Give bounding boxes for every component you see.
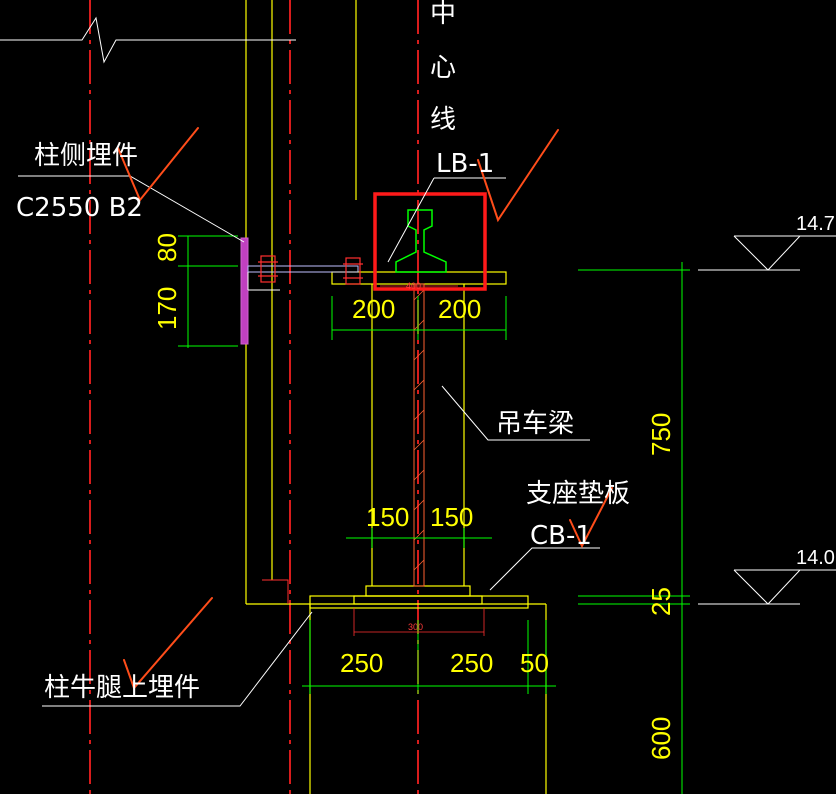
rail-lb1-icon bbox=[395, 209, 447, 273]
elevation-corbel-value: 14.0 bbox=[796, 547, 835, 569]
small-dimension-lines bbox=[353, 285, 485, 636]
rail-highlight-box bbox=[373, 192, 487, 291]
leader-bearing-pad bbox=[489, 547, 600, 591]
top-break-line bbox=[0, 16, 296, 64]
dim-embed-lower: 170 bbox=[152, 287, 182, 330]
dim-pad-thickness: 25 bbox=[646, 587, 676, 616]
leader-crane-beam bbox=[441, 385, 590, 441]
dim-pad-small: 300 bbox=[408, 622, 423, 632]
connection-bracket bbox=[247, 265, 359, 291]
check-mark-icon bbox=[569, 487, 613, 549]
corbel-embed-plate bbox=[353, 595, 483, 605]
dim-beam-height: 750 bbox=[646, 413, 676, 456]
label-column-side-embed-code: C2550 B2 bbox=[16, 193, 143, 223]
dim-flange-left: 200 bbox=[352, 294, 395, 324]
label-crane-beam: 吊车梁 bbox=[496, 409, 574, 439]
column-side-embed-plate bbox=[240, 237, 249, 345]
label-corbel-embed: 柱牛腿上埋件 bbox=[44, 673, 200, 703]
check-marks bbox=[117, 127, 613, 690]
centerline-char-1: 中 bbox=[430, 0, 456, 29]
dim-web-left: 150 bbox=[366, 502, 409, 532]
dim-web-right: 150 bbox=[430, 502, 473, 532]
bolt-left-icon bbox=[258, 255, 278, 283]
dimension-lines bbox=[178, 235, 690, 794]
dim-base-right: 250 bbox=[450, 648, 493, 678]
centerline-char-3: 线 bbox=[430, 105, 456, 135]
dim-base-left: 250 bbox=[340, 648, 383, 678]
column-base-notch bbox=[262, 579, 289, 604]
centerline-char-2: 心 bbox=[430, 53, 456, 83]
bolt-right-icon bbox=[343, 257, 363, 285]
label-bearing-pad: 支座垫板 bbox=[526, 479, 630, 509]
label-rail: LB-1 bbox=[436, 149, 494, 179]
elevation-marker-top bbox=[698, 235, 836, 271]
dim-base-edge: 50 bbox=[520, 648, 549, 678]
elevation-marker-corbel bbox=[698, 569, 836, 605]
dim-flange-right: 200 bbox=[438, 294, 481, 324]
dim-corbel-height: 600 bbox=[646, 717, 676, 760]
label-column-side-embed: 柱侧埋件 bbox=[34, 141, 138, 171]
label-bearing-pad-code: CB-1 bbox=[530, 521, 592, 551]
check-mark-icon bbox=[477, 129, 559, 223]
beam-web-hatch bbox=[413, 283, 425, 587]
dim-flange-small: 400 bbox=[406, 281, 421, 291]
leader-corbel-embed bbox=[42, 611, 313, 707]
elevation-top-value: 14.7 bbox=[796, 213, 835, 235]
check-mark-icon bbox=[117, 127, 199, 202]
check-mark-icon bbox=[123, 597, 213, 690]
dim-embed-upper: 80 bbox=[152, 233, 182, 262]
